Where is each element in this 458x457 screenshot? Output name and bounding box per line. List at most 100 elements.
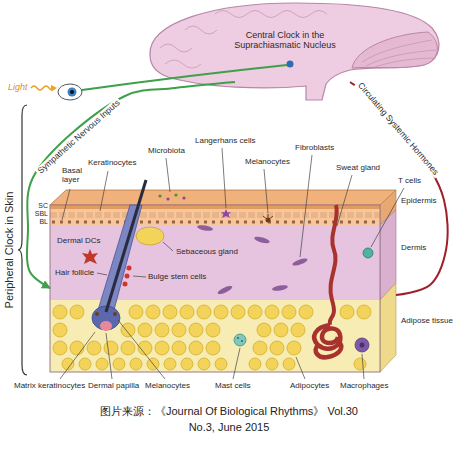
leader-lines <box>233 348 240 379</box>
skin-cells <box>263 214 273 220</box>
skin-cells <box>355 338 369 352</box>
skin-cells <box>174 193 177 196</box>
eye-symbol <box>58 65 287 100</box>
adipocyte-cells <box>181 358 193 370</box>
hair-follicle <box>113 312 117 316</box>
skin-cells <box>182 196 185 199</box>
adipocyte-cells <box>197 305 211 319</box>
sweat-gland <box>330 205 337 325</box>
leader-lines <box>100 171 108 211</box>
adipocyte-cells <box>121 341 135 355</box>
structure-label: Sweat gland <box>336 163 380 172</box>
nerve-connector <box>27 82 235 288</box>
bracket <box>18 105 27 375</box>
skin-cells <box>272 284 289 292</box>
leader-lines <box>337 175 352 226</box>
adipocyte-cells <box>129 305 143 319</box>
skin-cells <box>234 334 246 346</box>
sublayer-label: SC <box>38 202 48 210</box>
region-title: Central Clock in the Suprachiasmatic Nuc… <box>230 30 340 51</box>
leader-lines <box>371 188 404 247</box>
cell-label: Melanocytes <box>145 381 190 390</box>
adipocyte-cells <box>53 341 67 355</box>
adipocyte-cells <box>265 305 279 319</box>
layer-label: Basal layer <box>62 166 92 184</box>
adipocyte-cells <box>53 323 67 337</box>
structure-label: Hair follicle <box>55 268 94 277</box>
sublayer-label: BL <box>39 218 48 226</box>
layer-label: Epidermis <box>401 196 437 205</box>
cell-label: Matrix keratinocytes <box>14 381 85 390</box>
brain-outline <box>352 32 437 68</box>
skin-block <box>50 300 380 372</box>
adipocyte-cells <box>231 305 245 319</box>
skin-cells <box>166 197 169 200</box>
skin-cells <box>221 209 231 218</box>
adipocyte-cells <box>357 305 371 319</box>
leader-lines <box>60 148 404 379</box>
brain-outline <box>287 61 294 68</box>
cell-label: Fibroblasts <box>295 143 334 152</box>
hair-follicle <box>125 274 130 279</box>
skin-block <box>50 212 380 218</box>
light-arrow <box>31 85 57 91</box>
adipocyte-cells <box>189 323 203 337</box>
leader-lines <box>133 276 146 277</box>
brain-outline <box>362 40 436 67</box>
adipocyte-cells <box>206 323 220 337</box>
adipocyte-cells <box>253 341 267 355</box>
structure-label: Sebaceous gland <box>176 247 238 256</box>
adipocyte-cells <box>287 341 301 355</box>
cell-label: Microbiota <box>148 146 185 155</box>
adipocyte-cells <box>130 358 142 370</box>
adipocyte-cells <box>164 358 176 370</box>
cell-label: Macrophages <box>340 381 388 390</box>
hair-follicle <box>92 180 164 331</box>
skin-cells <box>158 194 161 197</box>
light-arrow <box>51 85 57 91</box>
leader-lines <box>166 158 170 192</box>
hair-follicle <box>95 312 99 316</box>
cell-label: Adipocytes <box>290 381 329 390</box>
skin-cells <box>292 257 309 267</box>
adipocyte-cells <box>70 341 84 355</box>
adipocyte-cells <box>266 358 278 370</box>
skin-cells <box>237 337 239 339</box>
adipocyte-cells <box>340 305 354 319</box>
adipocyte-cells <box>270 341 284 355</box>
layer-label: Dermis <box>401 243 426 252</box>
adipocyte-cells <box>121 323 135 337</box>
adipocyte-cells <box>282 305 296 319</box>
adipocyte-cells <box>53 305 67 319</box>
adipocyte-cells <box>206 341 220 355</box>
leader-lines <box>60 332 95 379</box>
adipocyte-cells <box>299 305 313 319</box>
cell-label: Langerhans cells <box>195 136 255 145</box>
skin-block <box>50 190 396 372</box>
adipocyte-cells <box>87 341 101 355</box>
skin-cells <box>360 343 365 348</box>
leader-lines <box>118 320 165 379</box>
adipocyte-cells <box>113 358 125 370</box>
cell-label: Mast cells <box>215 381 251 390</box>
adipocyte-cells <box>172 323 186 337</box>
adipocyte-cells <box>163 305 177 319</box>
hormone-connector <box>350 82 448 295</box>
skin-block <box>380 283 396 372</box>
skin-cells <box>82 249 98 264</box>
adipocyte-cells <box>79 358 91 370</box>
adipocyte-cells <box>138 323 152 337</box>
hair-follicle <box>106 180 146 312</box>
layer-label: Adipose tissue <box>401 316 453 325</box>
skin-block <box>52 221 380 224</box>
skin-block <box>50 205 380 225</box>
leader-lines <box>300 155 312 257</box>
adipocyte-cells <box>257 323 271 337</box>
adipocyte-cells <box>189 341 203 355</box>
skin-cells <box>82 193 373 352</box>
adipocyte-cells <box>155 323 169 337</box>
sublayer-label: SBL <box>35 210 48 218</box>
adipocyte-cells <box>104 341 118 355</box>
adipocyte-cells <box>155 341 169 355</box>
adipocyte-cells <box>96 358 108 370</box>
